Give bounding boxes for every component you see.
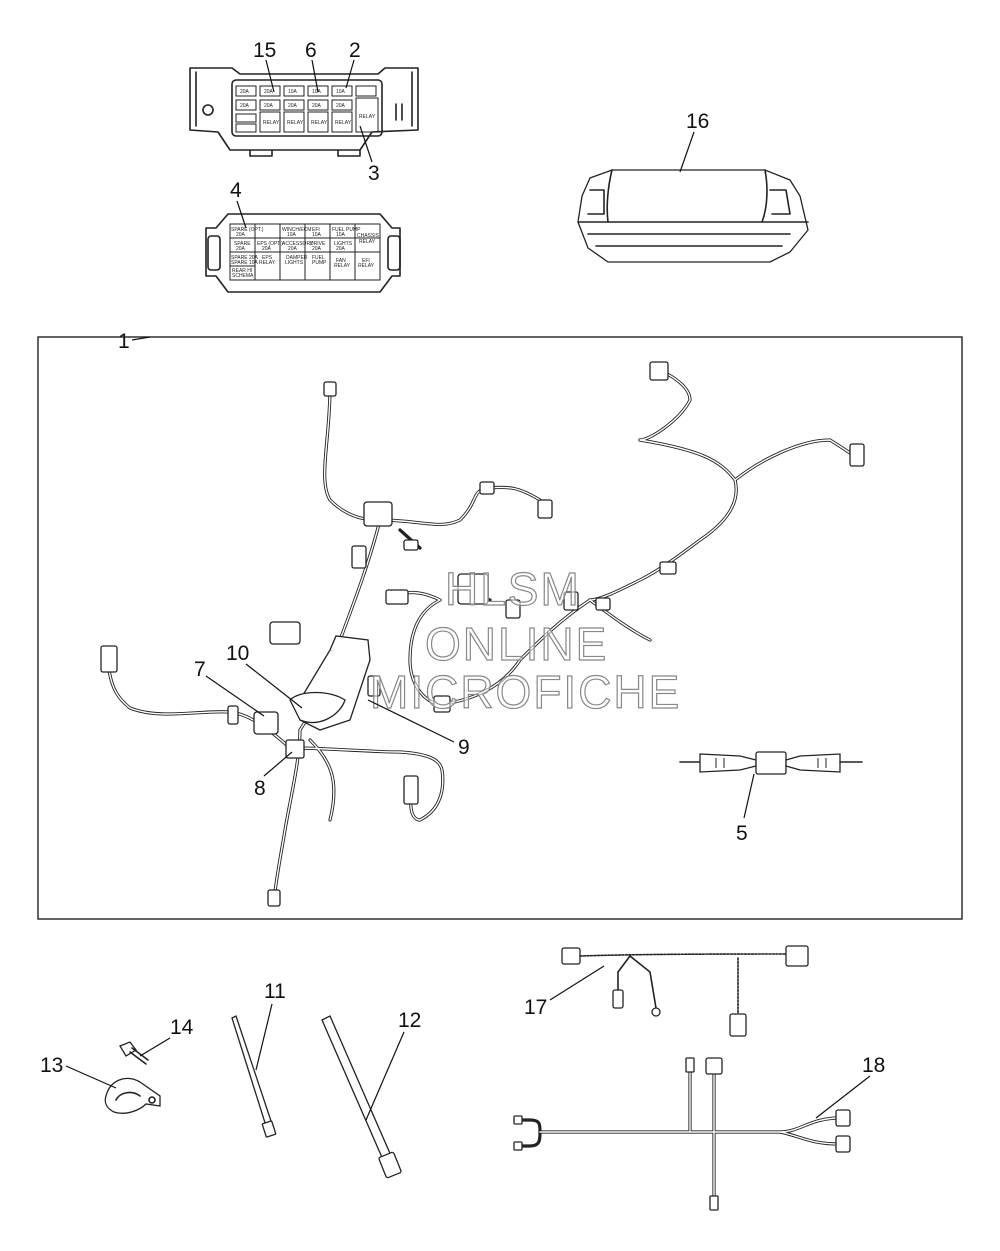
svg-text:20A: 20A	[312, 103, 322, 109]
main-wire-harness	[100, 361, 865, 907]
svg-text:10A: 10A	[312, 232, 322, 238]
svg-text:WINCH/ECM: WINCH/ECM	[282, 227, 311, 233]
svg-text:EFI: EFI	[312, 227, 320, 233]
inline-fuse-holder	[679, 751, 863, 775]
svg-text:RELAY: RELAY	[359, 114, 376, 120]
fuse-box-open: 20A 20A 10A 10A 10A 20A 20A 20A 20A 20A RELA…	[189, 67, 419, 157]
svg-text:20A: 20A	[288, 246, 298, 252]
svg-text:REAR HI: REAR HI	[232, 268, 252, 274]
svg-text:10A: 10A	[288, 89, 298, 95]
svg-text:20A: 20A	[236, 246, 246, 252]
screw	[119, 1041, 149, 1065]
svg-text:EPS (OPT.): EPS (OPT.)	[257, 241, 283, 247]
callout-9: 9	[458, 736, 470, 759]
callout-18: 18	[862, 1054, 885, 1077]
svg-text:ONLINE: ONLINE	[425, 618, 608, 670]
svg-text:SPARE 10A: SPARE 10A	[231, 260, 259, 266]
callout-16: 16	[686, 110, 709, 133]
svg-text:RELAY: RELAY	[335, 120, 352, 126]
svg-text:DAMPER: DAMPER	[286, 255, 308, 261]
callout-2: 2	[349, 39, 361, 62]
svg-text:RELAY: RELAY	[359, 239, 376, 245]
svg-text:10A: 10A	[336, 232, 346, 238]
svg-text:LIGHTS: LIGHTS	[285, 260, 304, 266]
cable-tie-small	[231, 1015, 277, 1138]
fuse-box-label: SPARE (OPT.) 20A WINCH/ECM 10A EFI 10A F…	[205, 213, 401, 293]
y-harness	[513, 1057, 851, 1211]
callout-10: 10	[226, 642, 249, 665]
svg-text:10A: 10A	[336, 89, 346, 95]
svg-text:20A: 20A	[264, 103, 274, 109]
svg-text:FAN: FAN	[336, 258, 346, 264]
wire-harness-adapter	[561, 945, 809, 1037]
svg-text:20A: 20A	[240, 89, 250, 95]
svg-text:20A: 20A	[264, 89, 274, 95]
callout-15: 15	[253, 39, 276, 62]
svg-text:20A: 20A	[336, 246, 346, 252]
svg-text:SPARE: SPARE	[234, 241, 251, 247]
fuse-box-cover	[577, 169, 809, 263]
svg-text:SPARE 20A: SPARE 20A	[231, 255, 259, 261]
svg-text:RELAY: RELAY	[334, 263, 351, 269]
callout-12: 12	[398, 1009, 421, 1032]
svg-text:SPARE (OPT.): SPARE (OPT.)	[231, 227, 264, 233]
callout-14: 14	[170, 1016, 194, 1039]
svg-text:FUEL: FUEL	[312, 255, 325, 261]
svg-text:20A: 20A	[312, 246, 322, 252]
main-harness-frame	[37, 336, 963, 920]
svg-text:EPS: EPS	[262, 255, 273, 261]
callout-7: 7	[194, 658, 206, 681]
svg-text:10A: 10A	[287, 232, 297, 238]
cable-tie-large	[321, 1015, 402, 1179]
callout-6: 6	[305, 39, 317, 62]
svg-text:20A: 20A	[236, 232, 246, 238]
callout-4: 4	[230, 179, 242, 202]
callout-8: 8	[254, 777, 266, 800]
svg-text:CHASSIS: CHASSIS	[357, 233, 380, 239]
svg-text:MICROFICHE: MICROFICHE	[370, 666, 681, 718]
svg-text:RELAY: RELAY	[358, 263, 375, 269]
svg-text:10A: 10A	[312, 89, 322, 95]
callout-17: 17	[524, 996, 547, 1019]
callout-13: 13	[40, 1054, 63, 1077]
svg-text:RELAY: RELAY	[259, 260, 276, 266]
clamp	[104, 1077, 161, 1114]
svg-text:SCHEMA: SCHEMA	[232, 273, 254, 279]
svg-text:20A: 20A	[240, 103, 250, 109]
svg-text:RELAY: RELAY	[311, 120, 328, 126]
svg-text:LIGHTS: LIGHTS	[334, 241, 353, 247]
svg-text:20A: 20A	[288, 103, 298, 109]
svg-text:ACCESSORY: ACCESSORY	[282, 241, 314, 247]
svg-text:EFI: EFI	[362, 258, 370, 264]
svg-text:DRIVE: DRIVE	[310, 241, 326, 247]
callout-1: 1	[118, 330, 130, 353]
svg-text:PUMP: PUMP	[312, 260, 327, 266]
svg-text:20A: 20A	[262, 246, 272, 252]
svg-text:RELAY: RELAY	[287, 120, 304, 126]
callout-3: 3	[368, 162, 380, 185]
svg-text:20A: 20A	[336, 103, 346, 109]
svg-text:FUEL PUMP: FUEL PUMP	[332, 227, 361, 233]
svg-text:RELAY: RELAY	[263, 120, 280, 126]
callout-11: 11	[264, 980, 286, 1003]
callout-5: 5	[736, 822, 748, 845]
svg-text:HLSM: HLSM	[445, 563, 581, 615]
watermark: HLSM ONLINE MICROFICHE	[369, 562, 681, 718]
